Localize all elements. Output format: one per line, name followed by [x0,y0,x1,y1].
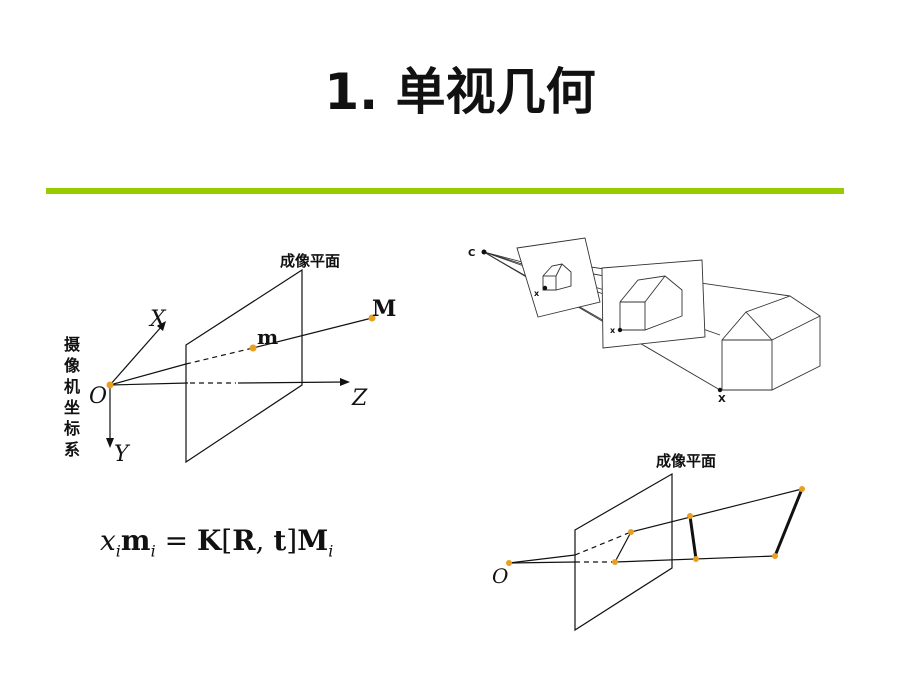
formula-m: m [120,524,151,557]
formula-x: x [100,524,116,557]
image-point-2-label: x [610,326,616,335]
formula-equals: = [155,524,197,557]
far-image-plane [601,259,706,349]
ray-o-to-plane [109,363,187,386]
formula-K: K [196,524,222,557]
formula-open-bracket: [ [221,524,233,557]
left-image-plane-label: 成像平面 [280,252,340,270]
title-rule [46,188,844,194]
image-plane [185,268,303,464]
image-point-1-label: x [534,289,540,298]
origin-point [106,381,114,389]
camera-frame-label: 摄像机坐标系 [63,335,80,459]
bottom-point-c [687,513,693,519]
projection-formula: ximi = K[R, t]Mi [100,524,333,561]
formula-sub-2: i [150,541,156,561]
image-point-1 [542,285,548,291]
origin-label: O [89,384,107,409]
bottom-image-plane [574,472,673,632]
axis-z-label: Z [351,386,368,411]
perspective-projection-diagram [483,237,821,391]
left-camera-diagram [106,268,373,464]
bottom-origin-label: O [492,564,508,588]
x-axis [109,325,163,386]
x-axis-arrow [157,321,166,331]
image-point-m [249,344,257,352]
bottom-point-a [628,529,634,535]
formula-R: R [232,524,256,557]
formula-t: t [273,524,287,557]
point-M-label: M [372,296,396,322]
near-image-plane [516,237,601,318]
bottom-point-e [799,486,805,492]
axis-y-label: Y [114,442,131,467]
camera-center-label: C [468,248,475,259]
bottom-image-plane-label: 成像平面 [656,452,716,470]
z-axis-arrow [340,378,350,386]
slide-title: 1. 单视几何 [324,63,596,121]
ray-dashed [185,347,254,365]
scene-point-X-label: X [718,394,726,405]
point-m-label: m [257,325,278,349]
bottom-origin-point [506,560,512,566]
line-projection-diagram [508,472,804,632]
z-axis [109,382,189,386]
bottom-point-f [772,553,778,559]
bottom-point-b [612,559,618,565]
ray-m-to-M [252,317,373,349]
formula-sub-1: i [115,541,121,561]
scene-point-X [717,387,723,393]
image-point-2 [617,327,623,333]
y-axis-arrow [106,438,114,448]
bottom-point-d [693,556,699,562]
scene-point-M [368,314,376,322]
axis-x-label: X [148,307,167,332]
formula-comma: , [255,524,274,557]
formula-sub-3: i [328,541,334,561]
formula-close-bracket: ] [286,524,298,557]
formula-M: M [297,524,329,557]
camera-center-point [481,249,487,255]
